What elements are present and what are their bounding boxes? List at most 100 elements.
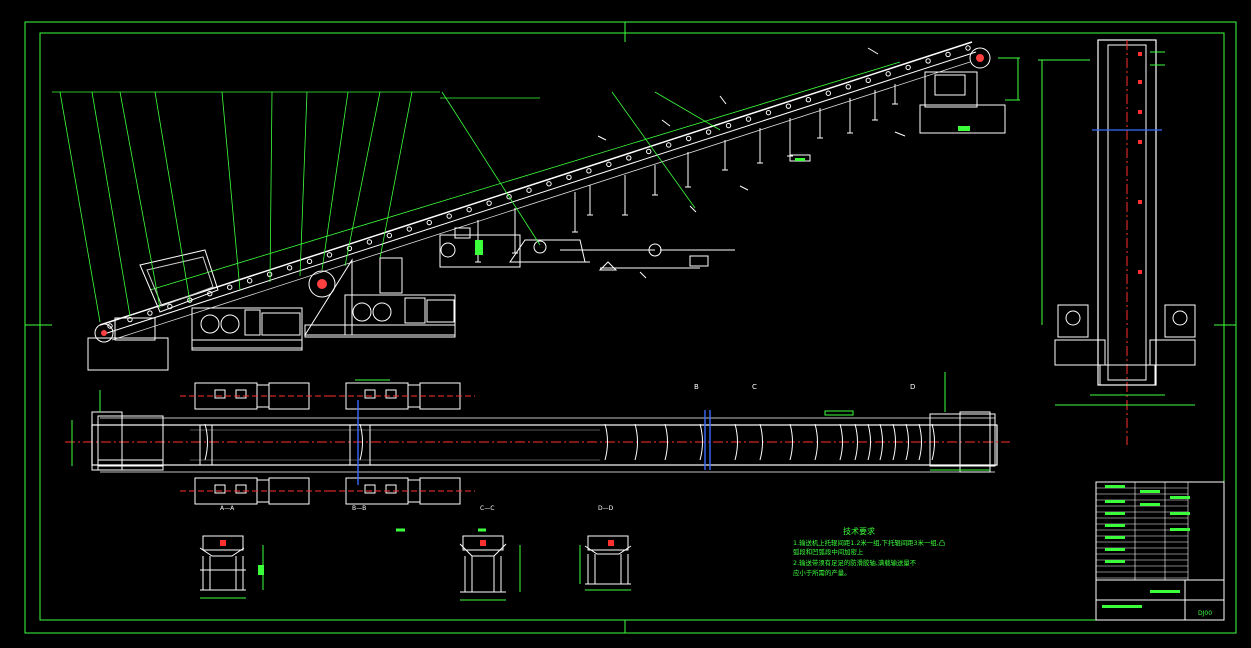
idler (546, 181, 552, 187)
callout-leader (269, 91, 273, 283)
plan-idler (604, 423, 608, 461)
plan-idler (814, 423, 818, 461)
title-cell-text (1105, 560, 1125, 563)
title-cell-text (1105, 524, 1125, 527)
plan-drives (194, 382, 461, 505)
plan-idler (699, 423, 703, 461)
drive-unit-1 (191, 307, 303, 349)
section-label-aa: A—A (220, 505, 235, 512)
idler (905, 64, 911, 71)
callout-leader (441, 91, 541, 246)
title-cell-text (1105, 512, 1125, 515)
callout-leader (299, 91, 308, 277)
idler (805, 97, 812, 103)
callout-leader (91, 91, 131, 317)
plan-idler (854, 423, 858, 461)
section-cc-detail (459, 528, 521, 601)
idler (885, 71, 891, 77)
inner-frame (39, 32, 1225, 621)
idler (965, 45, 971, 51)
title-cell-text (1170, 496, 1190, 499)
title-block: DJ00 (1095, 481, 1225, 621)
idler (406, 226, 413, 232)
idler (306, 258, 313, 265)
section-markers (597, 47, 906, 279)
idler (765, 109, 772, 116)
idler (566, 174, 572, 181)
idler (865, 77, 871, 84)
idler (346, 245, 353, 252)
title-cell-text (1102, 605, 1142, 608)
idler (386, 232, 393, 239)
callout-leader (611, 91, 696, 209)
idler (745, 116, 752, 122)
idler (825, 90, 832, 96)
drawing-code: DJ00 (1198, 610, 1212, 617)
plan-view: B C D A—A B—B C—C D—D (65, 372, 1010, 532)
idler (526, 187, 532, 193)
idler (725, 122, 732, 129)
idler (685, 135, 692, 142)
view-letter-d: D (910, 383, 915, 391)
idler (606, 161, 612, 168)
callout-leader (344, 91, 381, 267)
callout-leaders (52, 91, 721, 323)
idler (626, 155, 632, 161)
title-cell-text (1105, 548, 1125, 551)
callout-leader (119, 91, 161, 309)
drive-pulley-icon (308, 270, 336, 298)
section-cut-lines (357, 400, 711, 485)
plan-idler (879, 423, 883, 461)
title-cell-text (1140, 490, 1160, 493)
section-aa-detail (199, 535, 264, 599)
idler (586, 168, 592, 174)
idler (266, 271, 273, 277)
view-letter-c: C (752, 383, 757, 391)
tech-req-title: 技术要求 (843, 526, 875, 536)
idler (646, 148, 652, 155)
plan-idler (634, 423, 638, 461)
title-cell-text (1170, 528, 1190, 531)
support-legs (475, 84, 898, 263)
tail-frame (87, 337, 169, 371)
idler (246, 278, 253, 284)
callout-leader (321, 91, 349, 271)
idler (705, 129, 712, 135)
plan-idler (359, 423, 363, 461)
belt-plan (91, 424, 998, 466)
title-cell-text (1105, 485, 1125, 488)
section-label-cc: C—C (480, 505, 494, 512)
idler (426, 219, 432, 226)
callout-leader (221, 91, 241, 291)
plan-idler (931, 423, 935, 461)
callout-leader (154, 91, 191, 303)
callout-leader (654, 91, 721, 131)
plan-idler (918, 423, 922, 461)
elevation-view (52, 41, 1020, 371)
tech-req-line-3: 2.输送带须有足足的防滑胶轴,满载输送量不 (793, 558, 917, 567)
idler (227, 284, 233, 290)
view-letter-b: B (694, 383, 699, 391)
title-cell-text (1105, 536, 1125, 539)
idler (925, 58, 931, 64)
callout-leader (59, 91, 101, 323)
title-cell-text (1150, 590, 1180, 593)
technical-requirements: 技术要求 1.输送机上托辊间距1.2米一组,下托辊间距3米一组,凸 弧段和凹弧段… (793, 526, 945, 577)
outer-frame (24, 21, 1237, 634)
idler (665, 142, 672, 148)
tail-pulley-icon (94, 323, 114, 343)
idler (147, 310, 153, 316)
tech-req-line-1: 1.输送机上托辊间距1.2米一组,下托辊间距3米一组,凸 (793, 538, 945, 547)
feed-chute (139, 249, 219, 313)
plan-idler (789, 423, 793, 461)
title-cell-text (1105, 500, 1125, 503)
idler (845, 84, 851, 90)
callout-leader (379, 91, 413, 259)
idler (326, 252, 333, 258)
idler (785, 103, 792, 109)
section-details (199, 528, 632, 601)
idler (945, 51, 951, 58)
idler (466, 206, 472, 213)
